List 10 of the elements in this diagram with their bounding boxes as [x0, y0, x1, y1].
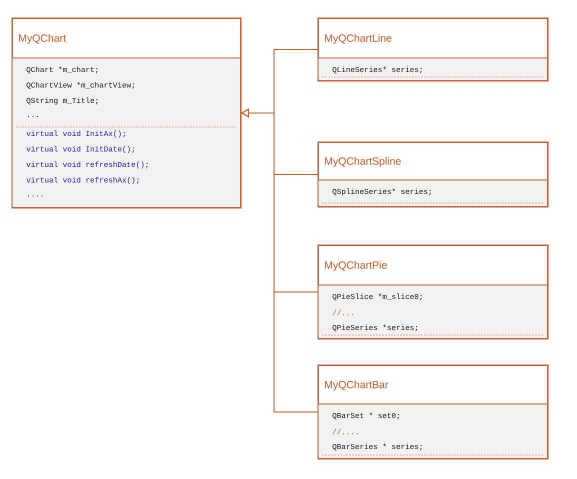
class-name: MyQChartLine	[325, 34, 392, 44]
class-box	[12, 18, 242, 208]
class-name: MyQChartBar	[325, 380, 388, 390]
class-box	[318, 142, 548, 208]
class-name: MyQChart	[19, 34, 66, 44]
class-box	[318, 364, 548, 460]
class-box	[318, 18, 548, 82]
class-name: MyQChartSpline	[325, 157, 401, 167]
class-box	[318, 244, 548, 340]
class-name: MyQChartPie	[325, 261, 387, 271]
